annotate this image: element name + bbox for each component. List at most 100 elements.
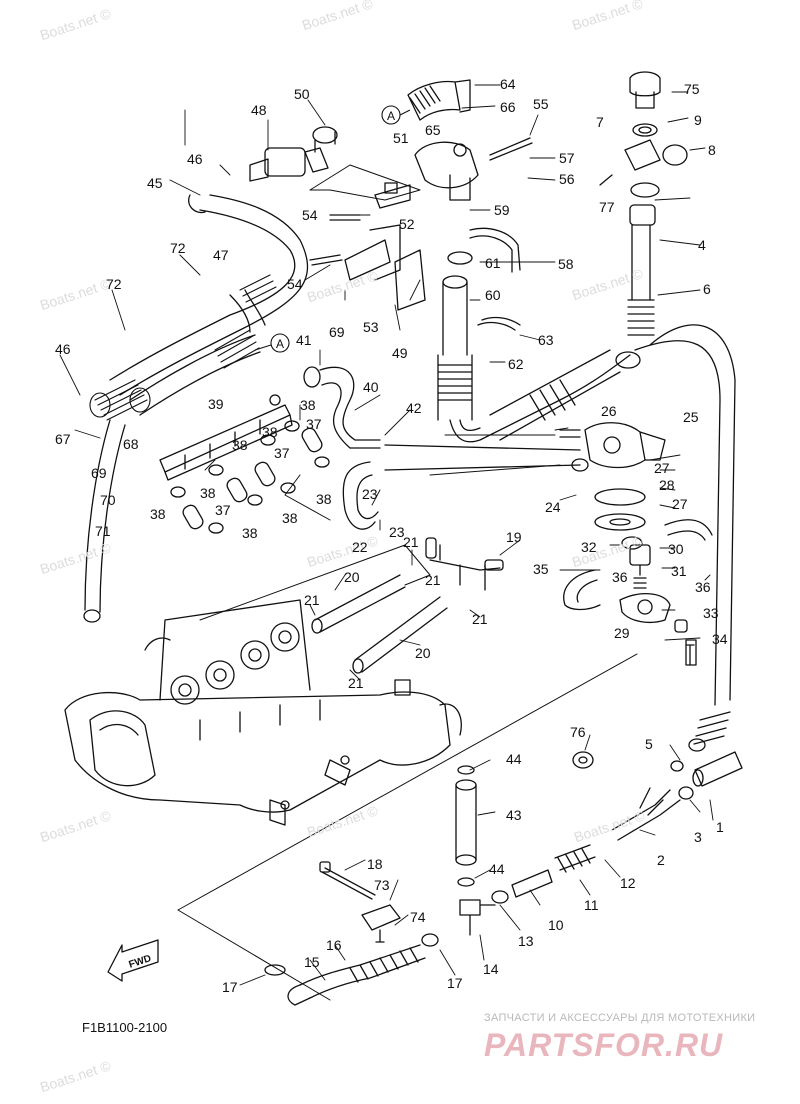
hose-45 xyxy=(109,194,309,396)
assembly-outline xyxy=(177,164,638,1001)
fwd-arrow xyxy=(107,939,159,982)
callout-label: 69 xyxy=(329,324,345,340)
callout-label: 72 xyxy=(106,276,122,292)
callout-label: 10 xyxy=(548,917,564,933)
callout-label: 13 xyxy=(518,933,534,949)
cap-75 xyxy=(599,71,688,198)
callout-label: 66 xyxy=(500,99,516,115)
callout-label: 27 xyxy=(672,496,688,512)
callout-label: 46 xyxy=(55,341,71,357)
callout-label: 38 xyxy=(300,397,316,413)
callout-label: 37 xyxy=(215,502,231,518)
strap-18 xyxy=(319,861,376,900)
callout-label: 44 xyxy=(506,751,522,767)
callout-label: 77 xyxy=(599,199,615,215)
callout-label: 71 xyxy=(95,523,111,539)
fitting-48 xyxy=(249,126,338,182)
callout-label: 74 xyxy=(410,909,426,925)
callout-label: 55 xyxy=(533,96,549,112)
outlet-51 xyxy=(407,79,533,201)
callout-label: 38 xyxy=(150,506,166,522)
bolt-34 xyxy=(685,639,697,666)
callout-label: 68 xyxy=(123,436,139,452)
thermostat-30 xyxy=(619,536,695,666)
tube-20 xyxy=(311,574,448,674)
callout-label: 61 xyxy=(485,255,501,271)
callout-label: 38 xyxy=(200,485,216,501)
bellows-left xyxy=(89,274,277,421)
callout-label: 12 xyxy=(620,875,636,891)
callout-label: 6 xyxy=(703,281,711,297)
leader-lines xyxy=(59,84,714,986)
callout-label: 35 xyxy=(533,561,549,577)
thermostat-housing-25 xyxy=(559,422,666,531)
fitting-19 xyxy=(425,537,504,591)
callout-label: 69 xyxy=(91,465,107,481)
bracket-73 xyxy=(361,904,401,943)
callout-label: 52 xyxy=(399,216,415,232)
callout-label: 20 xyxy=(344,569,360,585)
callout-label: 49 xyxy=(392,345,408,361)
callout-label: 18 xyxy=(367,856,383,872)
callout-label: 19 xyxy=(506,529,522,545)
callout-label: 57 xyxy=(559,150,575,166)
callout-label: 21 xyxy=(304,592,320,608)
callout-label: 54 xyxy=(287,276,303,292)
callout-label: 34 xyxy=(712,631,728,647)
tube-43 xyxy=(455,765,477,887)
shop-logo: PARTSFOR.RU xyxy=(484,1027,723,1063)
callout-label: 14 xyxy=(483,961,499,977)
callout-label: 11 xyxy=(584,897,599,913)
tube-60 xyxy=(437,275,631,443)
callout-label: 58 xyxy=(558,256,574,272)
callout-label: 60 xyxy=(485,287,501,303)
callout-label: 38 xyxy=(262,424,278,440)
callout-label: 7 xyxy=(596,114,604,130)
callout-label: 53 xyxy=(363,319,379,335)
svg-text:A: A xyxy=(276,337,284,351)
callout-label: 30 xyxy=(668,541,684,557)
callout-label: 41 xyxy=(296,332,312,348)
callout-label: 46 xyxy=(187,151,203,167)
callout-label: 38 xyxy=(316,491,332,507)
reference-mark-a-top: A xyxy=(381,105,411,125)
callout-label: 63 xyxy=(538,332,554,348)
callout-label: 44 xyxy=(489,861,505,877)
callout-label: 29 xyxy=(614,625,630,641)
hose-6 xyxy=(627,204,736,752)
small-hoses-37 xyxy=(170,420,330,534)
callout-label: 42 xyxy=(406,400,422,416)
fitting-52 xyxy=(309,182,426,311)
callout-label: 38 xyxy=(282,510,298,526)
callout-label: 72 xyxy=(170,240,186,256)
lower-hoses xyxy=(264,751,743,1006)
part-76 xyxy=(572,751,594,769)
callout-label: 73 xyxy=(374,877,390,893)
callout-label: 28 xyxy=(659,477,675,493)
hose-58 xyxy=(447,227,521,331)
callout-label: 36 xyxy=(695,579,711,595)
callout-label: 38 xyxy=(232,437,248,453)
callout-label: 65 xyxy=(425,122,441,138)
callout-label: 31 xyxy=(671,563,687,579)
callout-label: 37 xyxy=(306,416,322,432)
hose-40 xyxy=(303,366,581,471)
callout-label: 70 xyxy=(100,492,116,508)
callout-label: 1 xyxy=(716,819,724,835)
callout-label: 25 xyxy=(683,409,699,425)
svg-text:PARTSFOR.RU: PARTSFOR.RU xyxy=(484,1027,723,1063)
callout-label: 5 xyxy=(645,736,653,752)
callout-label: 75 xyxy=(684,81,700,97)
manifold-39 xyxy=(159,394,293,481)
callout-label: 4 xyxy=(698,237,706,253)
callout-label: 37 xyxy=(274,445,290,461)
callout-label: 43 xyxy=(506,807,522,823)
callout-label: 9 xyxy=(694,112,702,128)
callout-label: 17 xyxy=(447,975,463,991)
callout-label: 76 xyxy=(570,724,586,740)
callout-label: 33 xyxy=(703,605,719,621)
callout-label: 3 xyxy=(694,829,702,845)
callout-label: 50 xyxy=(294,86,310,102)
callout-label: 45 xyxy=(147,175,163,191)
